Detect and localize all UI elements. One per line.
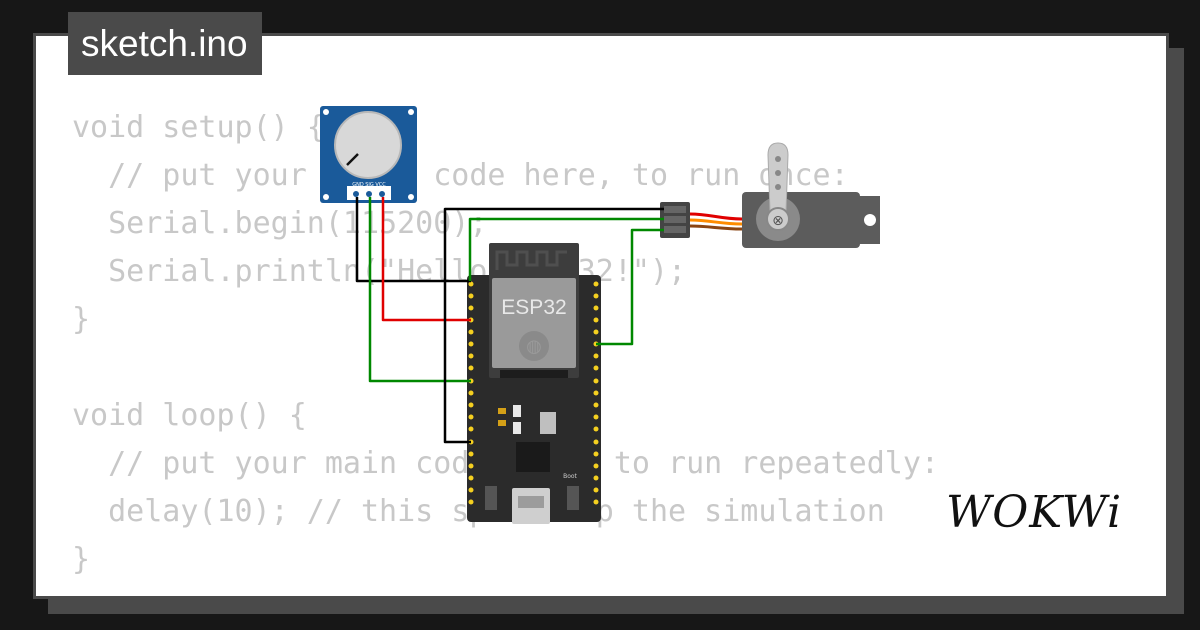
potentiometer[interactable]: GND SIG VCC	[320, 106, 417, 203]
code-line: void setup() {	[72, 110, 325, 145]
code-line: }	[72, 302, 91, 337]
servo-screw-icon: ⊗	[772, 213, 784, 229]
knob[interactable]	[334, 111, 402, 179]
esp32-label: ESP32	[501, 296, 566, 319]
wokwi-logo[interactable]: WOKWi	[946, 487, 1123, 538]
wire-servo-gnd[interactable]	[443, 207, 664, 444]
code-line: Serial.begin(115200);	[72, 206, 488, 241]
esp32-board[interactable]: ESP32 ◍ Boot	[467, 243, 601, 524]
file-tab[interactable]: sketch.ino	[68, 12, 262, 75]
knob-indicator	[346, 153, 359, 166]
code-line: delay(10); // this speeds up the simulat…	[108, 494, 885, 529]
wire-pot-vcc[interactable]	[381, 197, 471, 322]
code-line: }	[72, 542, 91, 577]
boot-label: Boot	[563, 473, 577, 480]
en-button[interactable]	[485, 486, 497, 510]
wire-pot-gnd[interactable]	[355, 197, 471, 283]
espressif-logo-icon: ◍	[526, 336, 542, 357]
boot-button[interactable]	[567, 486, 579, 510]
code-line: void loop() {	[72, 398, 307, 433]
servo-motor[interactable]: ⊗	[660, 142, 880, 248]
wire-pot-sig[interactable]	[368, 197, 471, 383]
wire-servo-signal[interactable]	[596, 228, 664, 346]
code-line: Serial.println("Hello, ESP32!");	[72, 254, 687, 289]
pot-pin-labels: GND SIG VCC	[352, 182, 386, 188]
wire-servo-vcc[interactable]	[468, 217, 664, 281]
